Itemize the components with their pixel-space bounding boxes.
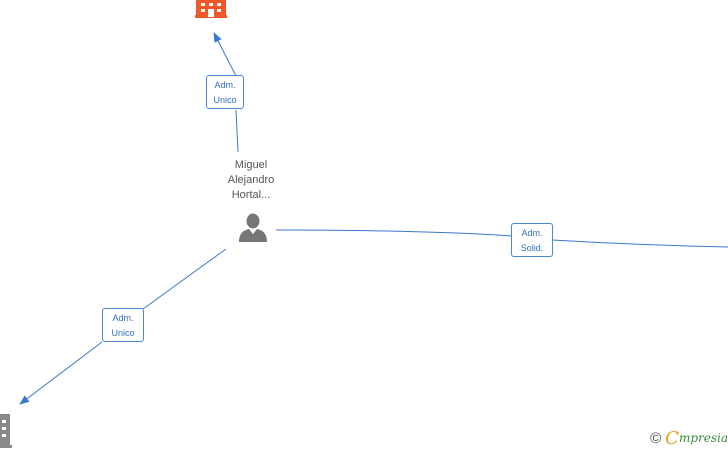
building-icon[interactable] <box>0 414 12 448</box>
edge-label-line: Adm. <box>112 313 134 323</box>
edge-label-line: Adm. <box>214 80 236 90</box>
edge-to-bottom-left-company <box>20 248 227 404</box>
edge-label-line: Unico <box>111 328 135 338</box>
edge-label-line: Solid. <box>520 243 544 253</box>
edge-label-line: Adm. <box>521 228 543 238</box>
brand-name: mpresia <box>678 431 728 445</box>
edge-label-bottom-left[interactable]: Adm. Unico <box>102 308 144 342</box>
building-icon[interactable] <box>195 0 227 18</box>
watermark: © C mpresia <box>650 427 728 449</box>
edge-to-top-company <box>214 33 239 153</box>
person-name-line: Hortal... <box>231 189 271 201</box>
person-name[interactable]: Miguel Alejandro Hortal... <box>211 158 291 203</box>
person-icon[interactable] <box>238 212 268 242</box>
person-name-line: Alejandro <box>227 174 275 186</box>
brand-initial: C <box>665 427 679 449</box>
edge-label-right[interactable]: Adm. Solid. <box>511 223 553 257</box>
edge-label-line: Unico <box>213 95 237 105</box>
edge-label-top[interactable]: Adm. Unico <box>206 75 244 109</box>
edge-to-right-company <box>275 229 728 248</box>
person-name-line: Miguel <box>234 159 268 171</box>
copyright-symbol: © <box>650 429 662 447</box>
